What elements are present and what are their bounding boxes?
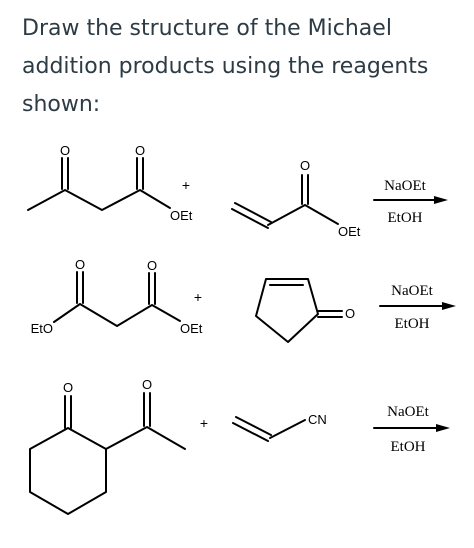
oxygen-label: O	[300, 158, 310, 173]
ethyl-acetoacetate-chain	[27, 189, 171, 211]
oxygen-label: O	[345, 306, 355, 321]
arrow-head	[434, 196, 448, 204]
vinyl-double-bond-b	[234, 202, 272, 223]
reaction-2: O O EtO OEt + O NaOEt EtOH	[31, 257, 456, 343]
base-reagent-label: NaOEt	[384, 178, 426, 194]
base-reagent-label: NaOEt	[387, 404, 429, 420]
acetyl-chain	[105, 426, 186, 450]
question-line-2: addition products using the reagents	[22, 54, 429, 79]
base-reagent-label: NaOEt	[391, 283, 433, 299]
vinyl-double-bond-b	[235, 416, 272, 436]
diester-chain	[53, 303, 181, 327]
oxygen-label: O	[63, 380, 73, 395]
plus-sign: +	[200, 415, 208, 431]
diethyl-acetonedicarboxylate-structure: O O EtO OEt	[31, 257, 203, 336]
reaction-1: O O OEt + O OEt NaOEt EtOH	[27, 143, 448, 239]
solvent-label: EtOH	[388, 210, 423, 226]
oxygen-label: O	[75, 257, 85, 272]
ethoxy-label: OEt	[338, 224, 361, 239]
acrylonitrile-structure: CN	[232, 412, 327, 442]
oxygen-label: O	[142, 377, 152, 392]
plus-sign: +	[182, 177, 190, 193]
nitrile-label: CN	[308, 412, 327, 427]
solvent-label: EtOH	[395, 316, 430, 332]
vinyl-double-bond-a	[232, 422, 269, 442]
cyclopentenone-structure: O	[255, 278, 355, 343]
acetylcyclohexanone-structure: O O	[29, 377, 186, 515]
ethoxy-label: OEt	[170, 208, 193, 223]
solvent-label: EtOH	[391, 439, 426, 455]
reaction-3: O O + CN NaOEt EtOH	[29, 377, 450, 515]
question-line-3: shown:	[22, 92, 101, 117]
vinyl-double-bond-a	[231, 208, 269, 229]
oxygen-label: O	[135, 143, 145, 158]
five-membered-ring	[255, 278, 319, 343]
reaction-arrow-1: NaOEt EtOH	[373, 178, 448, 226]
ethoxy-left-label: EtO	[31, 321, 53, 336]
ethoxy-label: OEt	[180, 321, 203, 336]
oxygen-label: O	[147, 258, 157, 273]
question-text: Draw the structure of the Michael additi…	[22, 10, 462, 124]
ethyl-acrylate-structure: O OEt	[231, 158, 361, 239]
plus-sign: +	[194, 289, 202, 305]
arrow-head	[442, 302, 456, 310]
oxygen-label: O	[60, 143, 70, 158]
reaction-arrow-3: NaOEt EtOH	[373, 404, 450, 455]
nitrile-bond	[269, 419, 306, 439]
reaction-arrow-2: NaOEt EtOH	[379, 283, 456, 332]
six-membered-ring	[29, 427, 107, 515]
ethyl-acrylate-chain	[267, 204, 339, 226]
arrow-head	[436, 424, 450, 432]
question-line-1: Draw the structure of the Michael	[22, 16, 392, 41]
ethyl-acetoacetate-structure: O O OEt	[27, 143, 193, 223]
